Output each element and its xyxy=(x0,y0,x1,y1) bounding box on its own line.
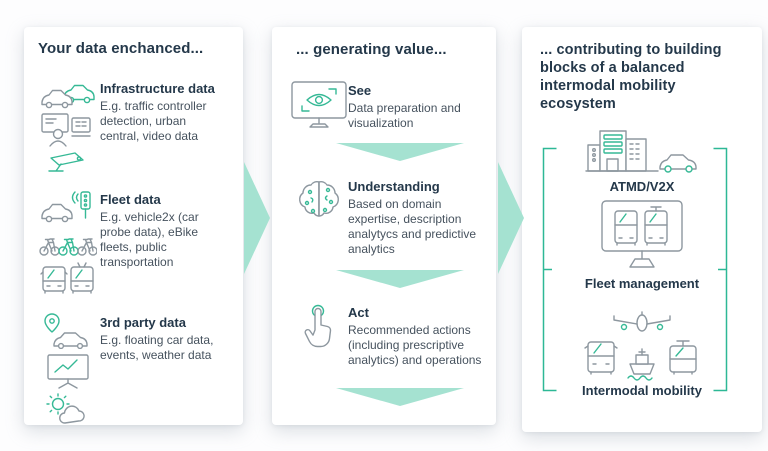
bikes-icon xyxy=(39,238,97,256)
monitor-eye-icon xyxy=(291,81,347,128)
act-description: Recommended actions (including prescript… xyxy=(348,323,482,367)
infrastructure-data-item: Infrastructure data E.g. traffic control… xyxy=(36,79,235,175)
see-title: See xyxy=(348,83,372,98)
infrastructure-icon-stack xyxy=(36,79,100,175)
fleet-management-label: Fleet management xyxy=(584,276,700,291)
cars-icon xyxy=(41,84,95,109)
fleet-icon-stack xyxy=(36,190,100,294)
infrastructure-description: E.g. traffic controller detection, urban… xyxy=(100,99,207,143)
panel-building-blocks-title: ... contributing to building blocks of a… xyxy=(540,42,722,113)
third-party-data-item: 3rd party data E.g. floating car data, e… xyxy=(36,313,235,425)
right-bracket-icon xyxy=(713,147,728,392)
understanding-title: Understanding xyxy=(348,179,440,194)
third-party-icon-stack xyxy=(36,313,100,425)
car-location-pin-icon xyxy=(44,313,88,349)
see-icon-cell xyxy=(290,81,348,131)
act-item: Act Recommended actions (including presc… xyxy=(290,303,488,368)
fleet-monitor-icon xyxy=(601,200,683,268)
infrastructure-title: Infrastructure data xyxy=(100,81,215,96)
panel-building-blocks: ... contributing to building blocks of a… xyxy=(522,27,762,432)
hand-tap-icon xyxy=(304,304,332,348)
intermodal-label: Intermodal mobility xyxy=(582,383,702,398)
fleet-description: E.g. vehicle2x (car probe data), eBike f… xyxy=(100,210,199,269)
flow-arrow-right-1 xyxy=(244,162,270,274)
third-party-title: 3rd party data xyxy=(100,315,186,330)
brain-icon xyxy=(299,180,339,217)
flow-arrow-down-3 xyxy=(336,388,464,406)
third-party-description: E.g. floating car data, events, weather … xyxy=(100,333,214,362)
plane-bus-ship-tram-icon xyxy=(584,311,697,381)
act-icon-cell xyxy=(290,303,348,368)
fleet-title: Fleet data xyxy=(100,192,161,207)
chart-board-icon xyxy=(47,354,89,389)
city-buildings-car-icon xyxy=(585,130,697,173)
flow-arrow-down-1 xyxy=(336,143,464,161)
panel-your-data-title: Your data enchanced... xyxy=(38,40,204,57)
panel-your-data: Your data enchanced... xyxy=(24,27,243,425)
intermodal-icon-cell xyxy=(522,310,762,382)
atmd-icon-cell xyxy=(522,129,762,175)
left-bracket-icon xyxy=(542,147,557,392)
see-description: Data preparation and visualization xyxy=(348,101,461,130)
panel-generating-value: ... generating value... See Data prepara… xyxy=(272,27,496,425)
atmd-label: ATMD/V2X xyxy=(609,179,675,194)
fleet-management-icon-cell xyxy=(522,199,762,271)
see-item: See Data preparation and visualization xyxy=(290,81,488,131)
act-title: Act xyxy=(348,305,369,320)
understanding-item: Understanding Based on domain expertise,… xyxy=(290,177,488,257)
buses-icon xyxy=(40,262,94,294)
flow-arrow-right-2 xyxy=(498,162,524,274)
flow-arrow-down-2 xyxy=(336,270,464,288)
understanding-icon-cell xyxy=(290,177,348,257)
cctv-camera-icon xyxy=(48,152,84,172)
weather-icon xyxy=(46,393,85,424)
panel-generating-value-title: ... generating value... xyxy=(296,41,447,58)
understanding-description: Based on domain expertise, description a… xyxy=(348,197,477,256)
fleet-data-item: Fleet data E.g. vehicle2x (car probe dat… xyxy=(36,190,235,294)
car-v2x-icon xyxy=(41,191,91,223)
control-center-icon xyxy=(41,113,91,147)
